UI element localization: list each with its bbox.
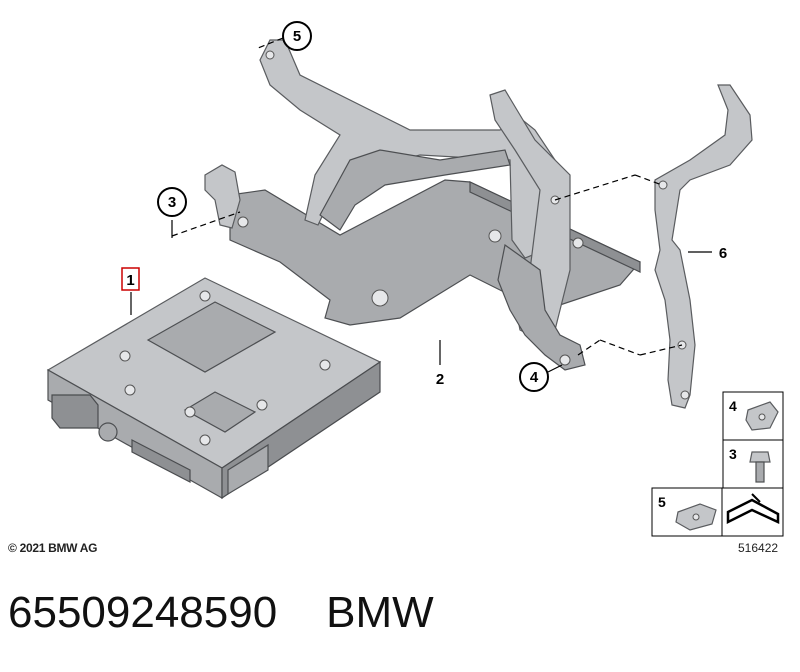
svg-text:3: 3 [729, 446, 737, 462]
callout-3[interactable]: 3 [157, 187, 187, 217]
leader-line-6-top [554, 174, 636, 201]
legend-row-3[interactable]: 3 [722, 439, 784, 489]
callout-6[interactable]: 6 [719, 245, 727, 262]
part-number: 65509248590 [8, 588, 278, 637]
kit-symbol-icon [726, 498, 780, 525]
callout-4[interactable]: 4 [519, 362, 549, 392]
svg-text:6: 6 [719, 245, 727, 262]
part-footer: 65509248590 BMW [8, 588, 434, 638]
callout-1[interactable]: 1 [121, 267, 140, 291]
svg-text:4: 4 [530, 369, 539, 386]
legend-symbol-box [721, 487, 784, 537]
side-bracket-part [654, 84, 753, 409]
bolt-icon [749, 451, 771, 483]
callout-2[interactable]: 2 [436, 371, 444, 388]
svg-text:1: 1 [126, 272, 134, 289]
svg-text:3: 3 [168, 194, 176, 211]
diagram-id: 516422 [738, 541, 779, 555]
leader-line-5 [257, 37, 284, 49]
copyright-text: © 2021 BMW AG [8, 541, 98, 555]
legend-row-4[interactable]: 4 [722, 391, 784, 441]
svg-text:5: 5 [293, 28, 301, 45]
leader-line-4 [577, 339, 601, 356]
parts-diagram: 1 2 3 4 5 6 4 3 5 [46, 21, 784, 537]
svg-text:4: 4 [729, 398, 737, 414]
control-unit-part [46, 277, 382, 500]
bracket-frame-part [204, 39, 641, 371]
legend-row-5[interactable]: 5 [651, 487, 723, 537]
svg-text:5: 5 [658, 494, 666, 510]
svg-text:2: 2 [436, 371, 444, 388]
brand-name: BMW [326, 588, 434, 637]
callout-5[interactable]: 5 [282, 21, 312, 51]
leader-line-3 [171, 211, 241, 237]
